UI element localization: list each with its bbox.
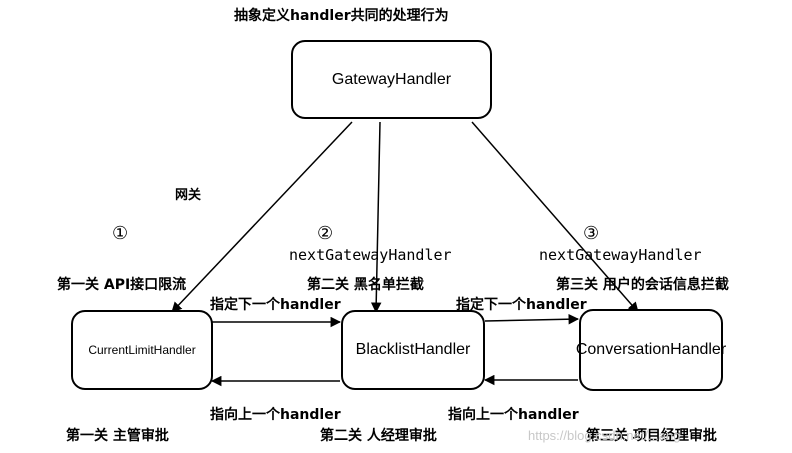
marker-1: ①	[112, 223, 129, 244]
conversation-handler-label: ConversationHandler	[575, 341, 727, 358]
stage-1-bottom-label: 第一关 主管审批	[66, 428, 169, 444]
stage-1-top-label: 第一关 API接口限流	[57, 277, 187, 293]
stage-3-bottom-label: 第三关 项目经理审批	[586, 428, 717, 444]
gateway-label: 网关	[175, 188, 202, 203]
next-field-label-2: nextGatewayHandler	[289, 246, 452, 264]
marker-3: ③	[583, 223, 600, 244]
blacklist-handler-label: BlacklistHandler	[355, 341, 471, 358]
current-limit-handler-node: CurrentLimitHandler	[71, 310, 213, 390]
stage-3-top-label: 第三关 用户的会话信息拦截	[556, 277, 729, 293]
gateway-handler-label: GatewayHandler	[331, 70, 452, 88]
arrow-gateway-to-conversation	[471, 121, 639, 313]
gateway-handler-node: GatewayHandler	[291, 40, 492, 119]
arrow-gateway-to-current	[171, 121, 353, 313]
backward-link-label-1: 指向上一个handler	[210, 407, 341, 423]
watermark: https://blog.csdn.net/...ang	[528, 428, 681, 443]
stage-2-top-label: 第二关 黑名单拦截	[307, 277, 424, 293]
arrow-next-2	[484, 313, 580, 325]
stage-2-bottom-label: 第二关 人经理审批	[320, 428, 437, 444]
marker-2: ②	[317, 223, 334, 244]
current-limit-handler-label: CurrentLimitHandler	[88, 343, 196, 357]
blacklist-handler-node: BlacklistHandler	[341, 310, 485, 390]
diagram-title: 抽象定义handler共同的处理行为	[234, 8, 449, 24]
backward-link-label-2: 指向上一个handler	[448, 407, 579, 423]
conversation-handler-node: ConversationHandler	[575, 309, 727, 391]
arrow-gateway-to-blacklist	[370, 121, 382, 314]
forward-link-label-2: 指定下一个handler	[456, 297, 587, 313]
forward-link-label-1: 指定下一个handler	[210, 297, 341, 313]
next-field-label-3: nextGatewayHandler	[539, 246, 702, 264]
